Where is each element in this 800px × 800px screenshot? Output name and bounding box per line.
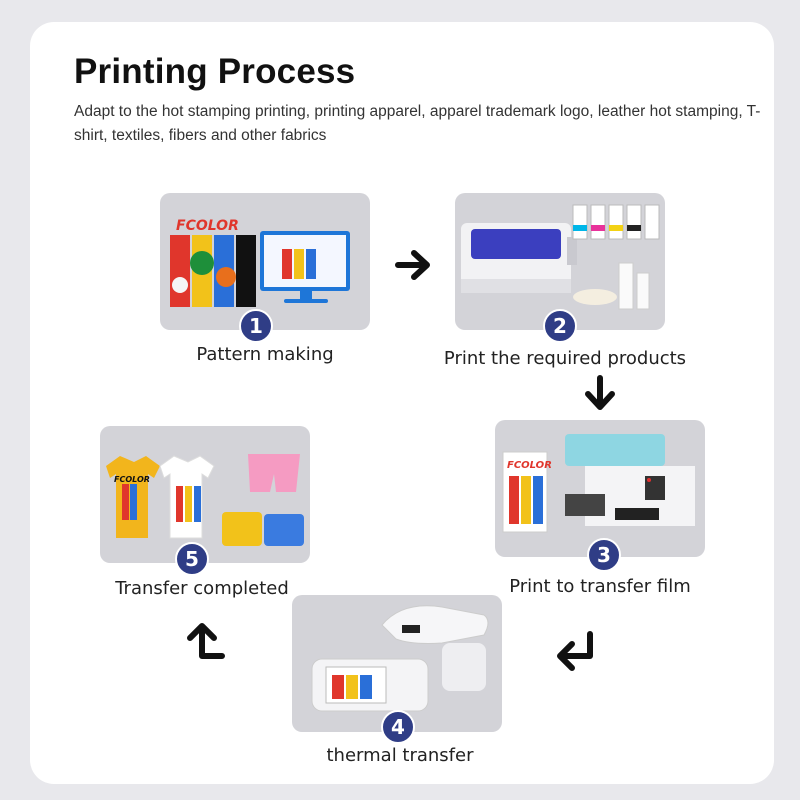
step-5-caption: Transfer completed (115, 578, 289, 599)
step-5-image: FCOLOR (100, 426, 310, 563)
page-subtitle: Adapt to the hot stamping printing, prin… (74, 103, 761, 144)
step-2-badge: 2 (543, 309, 577, 343)
fcolor-logo-text: FCOLOR (176, 218, 239, 234)
fcolor-logo-text: FCOLOR (114, 475, 150, 484)
step-2-caption: Print the required products (443, 348, 687, 369)
arrow-down-icon (585, 375, 615, 410)
fcolor-logo-text: FCOLOR (507, 460, 552, 471)
finished-products-illustration: FCOLOR (106, 454, 304, 546)
step-1-image: FCOLOR (160, 193, 370, 330)
heat-press-illustration (311, 605, 489, 712)
step-4-image (292, 595, 502, 732)
step-4-badge: 4 (381, 710, 415, 744)
printer-illustration (461, 204, 660, 310)
step-3-caption: Print to transfer film (509, 576, 691, 597)
step-1-caption: Pattern making (196, 344, 334, 365)
pattern-making-illustration: FCOLOR (170, 218, 350, 307)
arrow-up-left-icon (187, 623, 225, 659)
page-title: Printing Process (74, 52, 356, 91)
step-5-badge: 5 (175, 542, 209, 576)
step-1-badge: 1 (239, 309, 273, 343)
step-3-image: FCOLOR (495, 420, 705, 557)
transfer-film-printer-illustration: FCOLOR (502, 434, 695, 533)
step-3-badge: 3 (587, 538, 621, 572)
arrow-right-icon (395, 250, 430, 280)
step-2-image (455, 193, 665, 330)
step-4-caption: thermal transfer (326, 745, 474, 766)
arrow-down-left-icon (557, 631, 593, 671)
